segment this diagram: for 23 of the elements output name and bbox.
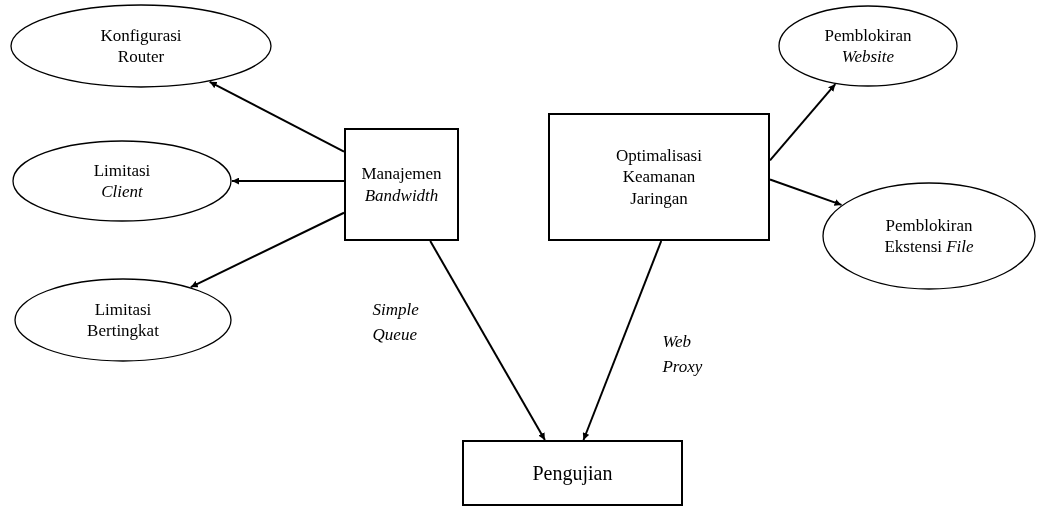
node-label: Limitasi Client <box>92 159 152 203</box>
ellipse-node <box>10 4 272 88</box>
node-label: Limitasi Bertingkat <box>86 298 160 342</box>
arrow <box>582 240 663 441</box>
node-label: Konfigurasi Router <box>99 24 183 68</box>
ellipse-node <box>778 5 958 87</box>
arrow <box>429 240 546 441</box>
arrow <box>231 177 345 185</box>
ellipse-node <box>12 140 232 222</box>
ellipse-node <box>822 182 1036 290</box>
process-box <box>462 440 683 506</box>
process-box <box>344 128 459 241</box>
arrow <box>769 178 843 206</box>
node-label: Pemblokiran Ekstensi File <box>883 214 975 258</box>
arrow <box>189 211 345 289</box>
node-label: Pengujian <box>532 460 613 486</box>
process-box <box>548 113 770 241</box>
node-label: Pemblokiran Website <box>823 24 913 68</box>
arrow <box>769 83 837 162</box>
arrow <box>208 80 345 153</box>
node-label: Manajemen Bandwidth <box>360 163 443 206</box>
ellipse-node <box>14 278 232 362</box>
node-label: Optimalisasi Keamanan Jaringan <box>615 145 703 209</box>
